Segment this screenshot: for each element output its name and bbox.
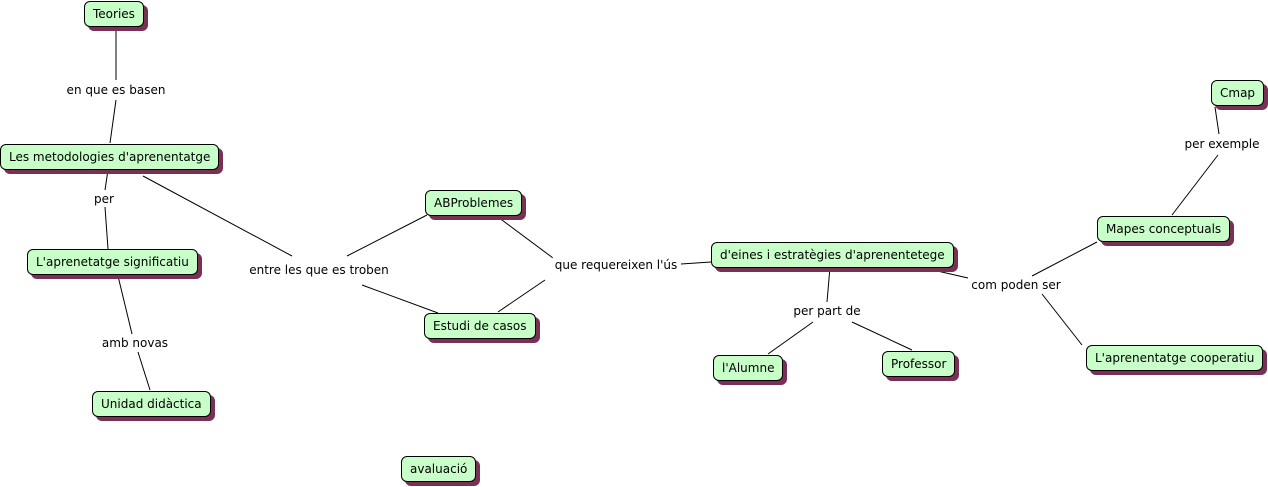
node-eines-i-estrategies[interactable]: d'eines i estratègies d'aprenentetege	[711, 242, 954, 268]
line-estudi-requereixen	[497, 279, 546, 313]
node-estudi-de-casos[interactable]: Estudi de casos	[424, 313, 536, 339]
node-aprenetatge-significatiu[interactable]: L'aprenetatge significatiu	[27, 249, 198, 275]
line-abproblemes-requereixen	[497, 216, 554, 259]
line-metodologies-entre	[142, 175, 293, 257]
node-abproblemes[interactable]: ABProblemes	[425, 190, 523, 216]
link-entre-les-que-es-troben: entre les que es troben	[247, 262, 391, 278]
link-per-part-de: per part de	[791, 303, 863, 319]
line-significatiu-novas	[117, 275, 133, 335]
node-cmap[interactable]: Cmap	[1211, 80, 1265, 106]
link-per: per	[92, 191, 116, 207]
line-eines-compoden	[932, 269, 969, 279]
node-aprenentatge-cooperatiu[interactable]: L'aprenentatge cooperatiu	[1086, 345, 1264, 371]
line-requereixen-eines	[680, 261, 712, 265]
line-exemple-cmap	[1214, 106, 1220, 135]
link-que-requereixen-lus: que requereixen l'ús	[552, 257, 680, 273]
line-perpart-professor	[851, 321, 913, 351]
line-novas-unidad	[137, 351, 151, 391]
node-mapes-conceptuals[interactable]: Mapes conceptuals	[1097, 216, 1231, 242]
line-entre-estudi	[361, 284, 439, 314]
link-per-exemple: per exemple	[1182, 136, 1262, 152]
line-mapes-exemple	[1171, 154, 1219, 216]
line-eines-perpart	[826, 266, 831, 303]
node-les-metodologies[interactable]: Les metodologies d'aprenentatge	[0, 144, 220, 170]
node-professor[interactable]: Professor	[882, 351, 956, 377]
line-per-significatiu	[104, 206, 109, 250]
link-com-poden-ser: com poden ser	[969, 277, 1063, 293]
node-teories[interactable]: Teories	[84, 1, 144, 27]
node-unidad-didactica[interactable]: Unidad didàctica	[92, 391, 211, 417]
line-compoden-cooperatiu	[1041, 293, 1083, 346]
line-perpart-alumne	[767, 321, 814, 355]
line-metodologies-per	[104, 169, 109, 191]
node-avaluacio[interactable]: avaluació	[401, 456, 477, 482]
line-basen-metodologies	[109, 99, 117, 144]
line-compoden-mapes	[1031, 241, 1098, 277]
link-amb-novas: amb novas	[99, 335, 171, 351]
link-en-que-es-basen: en que es basen	[64, 82, 168, 98]
node-alumne[interactable]: l'Alumne	[713, 355, 784, 381]
line-entre-abproblemes	[346, 214, 428, 257]
